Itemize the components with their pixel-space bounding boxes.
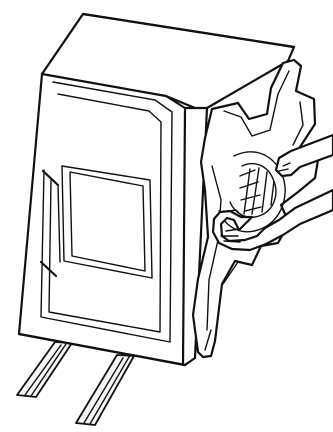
support-rails-icon <box>17 342 134 425</box>
